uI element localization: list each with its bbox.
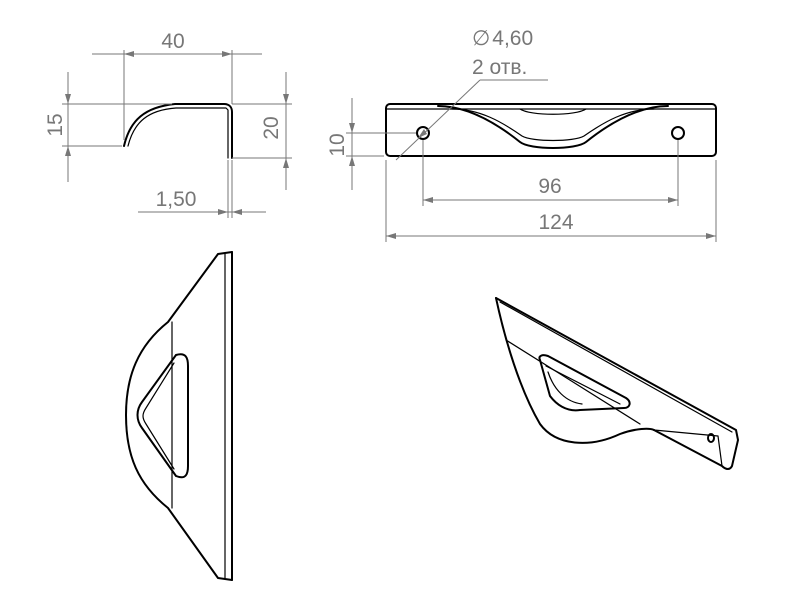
dim-40-arrow-left	[124, 51, 134, 57]
front-view: ∅4,60 2 отв. 10 96 124	[326, 27, 717, 242]
side-profile-inner	[127, 107, 229, 159]
hole-leader-arrow	[418, 129, 427, 138]
dim-96-label: 96	[538, 175, 561, 198]
dim-150-arrow-left	[218, 209, 228, 215]
hole-leader-line	[395, 79, 481, 161]
front-recess-handle	[519, 108, 587, 115]
mounting-hole-right	[671, 126, 685, 140]
dim-15-label: 15	[44, 113, 67, 136]
iso-recess-inner	[545, 365, 621, 405]
front-recess-inner	[451, 108, 655, 142]
dim-15-arrow-bottom	[65, 146, 71, 156]
front-outline	[385, 103, 717, 157]
dim-40-label: 40	[161, 30, 184, 53]
hole-diameter-value: 4,60	[492, 27, 533, 50]
front-recess-outer	[437, 105, 669, 149]
dim-15-arrow-top	[65, 94, 71, 104]
top-view-finger-pull-outer	[136, 353, 189, 479]
side-profile-outline	[123, 103, 233, 159]
diameter-symbol: ∅	[472, 27, 490, 50]
hole-diameter-label: ∅4,60	[472, 27, 533, 50]
iso-plate-inner-edge	[499, 301, 733, 433]
iso-recess-outer	[538, 354, 631, 412]
dim-10-arrow-top	[349, 123, 355, 133]
dim-150-arrow-right	[232, 209, 242, 215]
dim-40-arrow-right	[222, 51, 232, 57]
dim-124-arrow-right	[706, 233, 716, 239]
iso-flange-detail	[653, 429, 723, 467]
mounting-hole-left	[416, 126, 430, 140]
dim-20-arrow-top	[283, 94, 289, 104]
dim-124-arrow-left	[386, 233, 396, 239]
dim-96-arrow-left	[423, 197, 433, 203]
iso-mounting-hole	[707, 433, 715, 443]
iso-plate-top-edge	[495, 297, 739, 470]
top-view-finger-pull-inner	[142, 362, 175, 470]
hole-count-label: 2 отв.	[472, 56, 527, 79]
dim-20-label: 20	[260, 116, 283, 139]
iso-handle-body	[495, 297, 655, 444]
isometric-view	[495, 297, 739, 470]
dim-96-arrow-right	[668, 197, 678, 203]
top-view-outline	[125, 251, 233, 581]
dim-124-label: 124	[538, 211, 573, 234]
dim-20-arrow-bottom	[283, 158, 289, 168]
iso-handle-inner-curve	[505, 339, 641, 425]
top-view	[125, 251, 233, 581]
dim-150-label: 1,50	[156, 188, 197, 211]
side-profile-view: 40 15 20 1,50	[44, 30, 292, 218]
dim-10-arrow-bottom	[349, 156, 355, 166]
dim-10-label: 10	[326, 133, 349, 156]
